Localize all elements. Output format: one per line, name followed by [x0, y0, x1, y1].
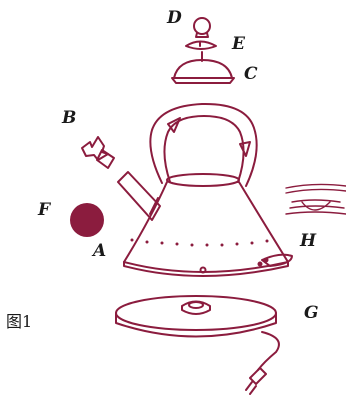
- label-A: A: [93, 241, 107, 261]
- lid-knob-part: [193, 17, 211, 38]
- red-ball-part: [70, 203, 104, 237]
- kettle-body-part: [117, 102, 289, 277]
- dotted-band: [130, 238, 269, 247]
- label-H: H: [300, 231, 317, 251]
- figure-caption: 图1: [6, 312, 33, 331]
- spout-whistle-part: [81, 136, 115, 169]
- label-F: F: [38, 200, 51, 220]
- switch-detail: [285, 183, 346, 215]
- lid-part: [171, 51, 235, 84]
- switch-part: [257, 253, 293, 267]
- label-E: E: [232, 34, 245, 54]
- lid-seal-part: [185, 40, 217, 50]
- base-part: [115, 295, 280, 395]
- label-D: D: [167, 8, 182, 28]
- label-G: G: [304, 303, 319, 323]
- label-B: B: [62, 108, 77, 128]
- label-C: C: [244, 64, 258, 84]
